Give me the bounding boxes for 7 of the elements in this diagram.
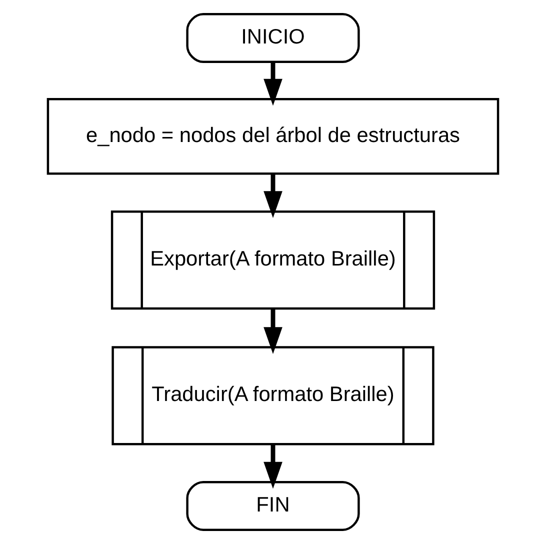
node-box: e_nodo = nodos del árbol de estructuras xyxy=(46,98,500,175)
arrow xyxy=(264,174,282,218)
arrow xyxy=(264,308,282,354)
node-box: FIN xyxy=(186,481,360,531)
arrow xyxy=(264,444,282,489)
node-box: INICIO xyxy=(186,13,360,63)
arrow xyxy=(264,62,282,106)
